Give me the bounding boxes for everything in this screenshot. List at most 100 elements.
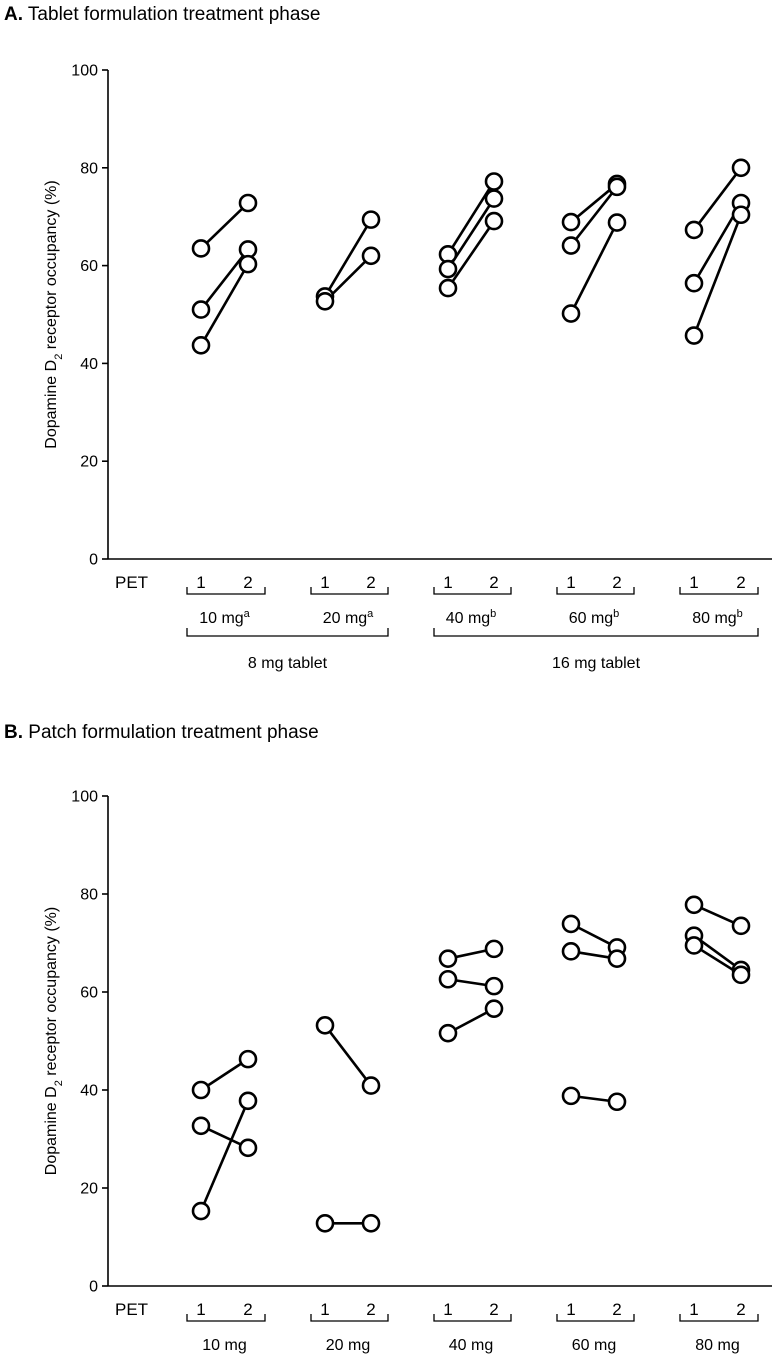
data-point-pet1 [438, 949, 458, 968]
data-point-pet2 [731, 205, 751, 225]
dose-group: 1 2 10 mg [186, 1049, 266, 1354]
dose-bracket [433, 587, 512, 595]
data-point-pet1 [191, 1201, 211, 1221]
dose-label: 10 mga [199, 608, 250, 627]
dose-group: 1 2 40 mgb [433, 172, 512, 627]
dose-bracket [556, 587, 635, 595]
data-point-pet2 [361, 1213, 381, 1233]
data-point-pet1 [315, 291, 335, 311]
subject-connector [199, 263, 250, 346]
data-point-pet2 [238, 1091, 258, 1111]
panel-letter: B. [4, 722, 23, 743]
dose-label: 10 mg [202, 1337, 246, 1354]
data-point-pet1 [684, 326, 704, 345]
dose-group: 1 2 20 mg [310, 1016, 389, 1354]
y-tick-label: 0 [89, 1279, 98, 1296]
scan-label: 1 [443, 1300, 452, 1319]
panel-title: A. Tablet formulation treatment phase [4, 4, 321, 25]
scan-label: 1 [196, 1300, 205, 1319]
y-tick-label: 20 [80, 454, 98, 471]
data-point-pet1 [561, 914, 581, 934]
data-point-pet2 [238, 1138, 258, 1158]
subject-connector [199, 1100, 250, 1212]
y-tick-label: 60 [80, 985, 98, 1002]
y-tick-label: 20 [80, 1181, 98, 1198]
data-point-pet2 [484, 999, 504, 1018]
scan-label: 1 [443, 573, 452, 592]
scan-label: 2 [366, 1300, 375, 1319]
y-tick-label: 40 [80, 1083, 98, 1100]
data-point-pet1 [191, 239, 211, 258]
dose-label: 40 mg [449, 1337, 493, 1354]
data-point-pet2 [731, 916, 751, 936]
panel-letter: A. [4, 4, 23, 25]
data-point-pet1 [438, 969, 458, 989]
formulation-bracket [433, 628, 759, 637]
subject-connector [323, 1024, 373, 1087]
data-point-pet2 [238, 193, 258, 213]
pet-label: PET [115, 573, 148, 592]
data-point-pet2 [484, 976, 504, 996]
subject-connector [200, 1058, 249, 1092]
subject-connector [692, 214, 743, 336]
scan-label: 1 [320, 573, 329, 592]
dose-bracket [679, 1314, 759, 1322]
scan-label: 2 [612, 573, 621, 592]
dose-label: 20 mg [326, 1337, 370, 1354]
data-point-pet1 [315, 1213, 335, 1233]
y-tick-label: 60 [80, 258, 98, 275]
scan-label: 2 [489, 573, 498, 592]
dose-group: 1 2 20 mga [310, 210, 389, 627]
dose-bracket [679, 587, 759, 595]
scan-label: 1 [320, 1300, 329, 1319]
dose-bracket [186, 1314, 266, 1322]
data-point-pet1 [561, 212, 581, 232]
y-tick-label: 100 [71, 63, 98, 80]
data-point-pet1 [684, 895, 704, 915]
scan-label: 2 [366, 573, 375, 592]
data-point-pet1 [561, 1086, 581, 1106]
subject-connector [200, 202, 249, 250]
data-point-pet1 [191, 1080, 211, 1100]
data-point-pet2 [361, 1076, 381, 1095]
dose-bracket [310, 587, 389, 595]
data-point-pet1 [191, 336, 211, 355]
data-point-pet1 [438, 1023, 458, 1043]
subject-connector [569, 186, 619, 247]
panel-title: B. Patch formulation treatment phase [4, 722, 319, 743]
scan-label: 1 [566, 1300, 575, 1319]
data-point-pet2 [607, 213, 627, 232]
data-point-pet1 [191, 300, 211, 319]
y-tick-label: 100 [71, 789, 98, 806]
data-point-pet2 [361, 210, 381, 229]
data-point-pet1 [191, 1116, 211, 1136]
scan-label: 2 [243, 573, 252, 592]
dose-bracket [186, 587, 266, 595]
dose-label: 60 mgb [569, 608, 620, 627]
formulation-label: 8 mg tablet [248, 655, 328, 672]
subject-connector [323, 218, 373, 298]
dose-label: 40 mgb [446, 608, 497, 627]
data-point-pet2 [731, 965, 751, 985]
data-point-pet2 [361, 246, 381, 266]
dose-label: 80 mg [695, 1337, 739, 1354]
scan-label: 2 [489, 1300, 498, 1319]
y-tick-label: 80 [80, 887, 98, 904]
scan-label: 2 [243, 1300, 252, 1319]
data-point-pet2 [238, 254, 258, 274]
formulation-label: 16 mg tablet [552, 655, 641, 672]
subject-connector [692, 167, 743, 231]
data-point-pet2 [484, 189, 504, 208]
panel-b: B. Patch formulation treatment phase 0 20 4… [4, 722, 772, 1354]
dose-label: 20 mga [323, 608, 374, 627]
data-point-pet1 [561, 304, 581, 323]
data-point-pet2 [484, 211, 504, 231]
dose-label: 80 mgb [692, 608, 743, 627]
panel-a: A. Tablet formulation treatment phase020… [4, 4, 772, 672]
